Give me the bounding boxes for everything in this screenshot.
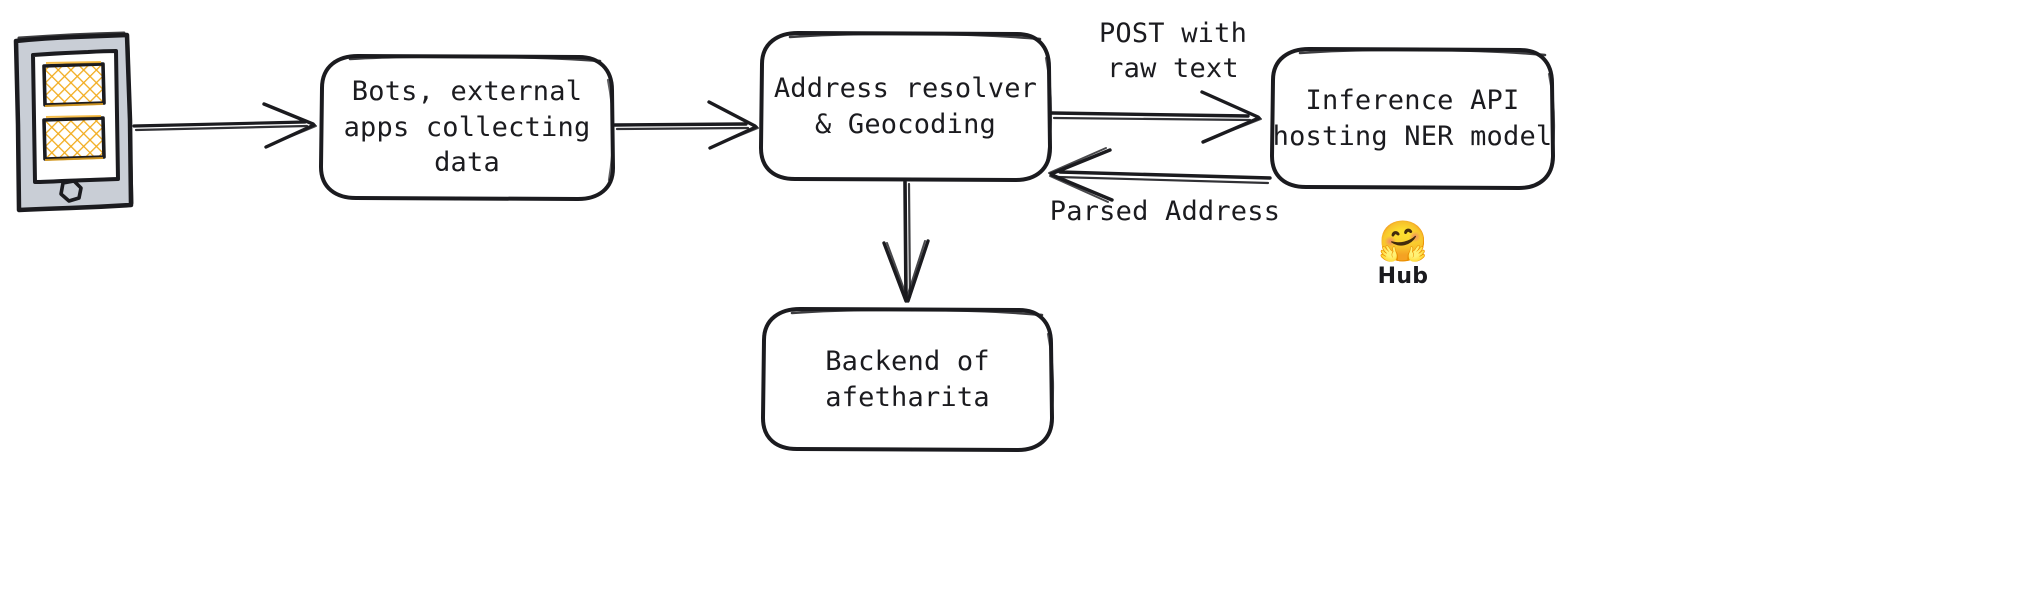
- phone-content-block-1: [42, 61, 106, 107]
- huggingface-hub-badge: 🤗 Hub: [1368, 222, 1438, 289]
- phone-home-button-icon: [59, 179, 83, 203]
- hugging-face-emoji-icon: 🤗: [1378, 219, 1428, 265]
- node-resolver-box[interactable]: [759, 31, 1053, 182]
- node-inference-box[interactable]: [1270, 47, 1556, 190]
- edge-phone-to-bots: [132, 102, 317, 149]
- edge-label-parsed-address: Parsed Address: [1049, 196, 1281, 227]
- hub-caption: Hub: [1377, 264, 1429, 289]
- edge-label-post-with-raw-text: POST with raw text: [1098, 18, 1248, 85]
- node-bots-box[interactable]: [319, 54, 615, 201]
- edge-bots-to-resolver: [613, 100, 759, 150]
- node-backend-box[interactable]: [761, 307, 1055, 452]
- phone-content-block-2: [42, 115, 106, 161]
- edge-inference-to-resolver: [1048, 147, 1272, 203]
- edge-resolver-to-inference: [1050, 90, 1262, 144]
- edge-resolver-to-backend: [882, 180, 930, 303]
- mobile-phone-icon: [13, 31, 134, 213]
